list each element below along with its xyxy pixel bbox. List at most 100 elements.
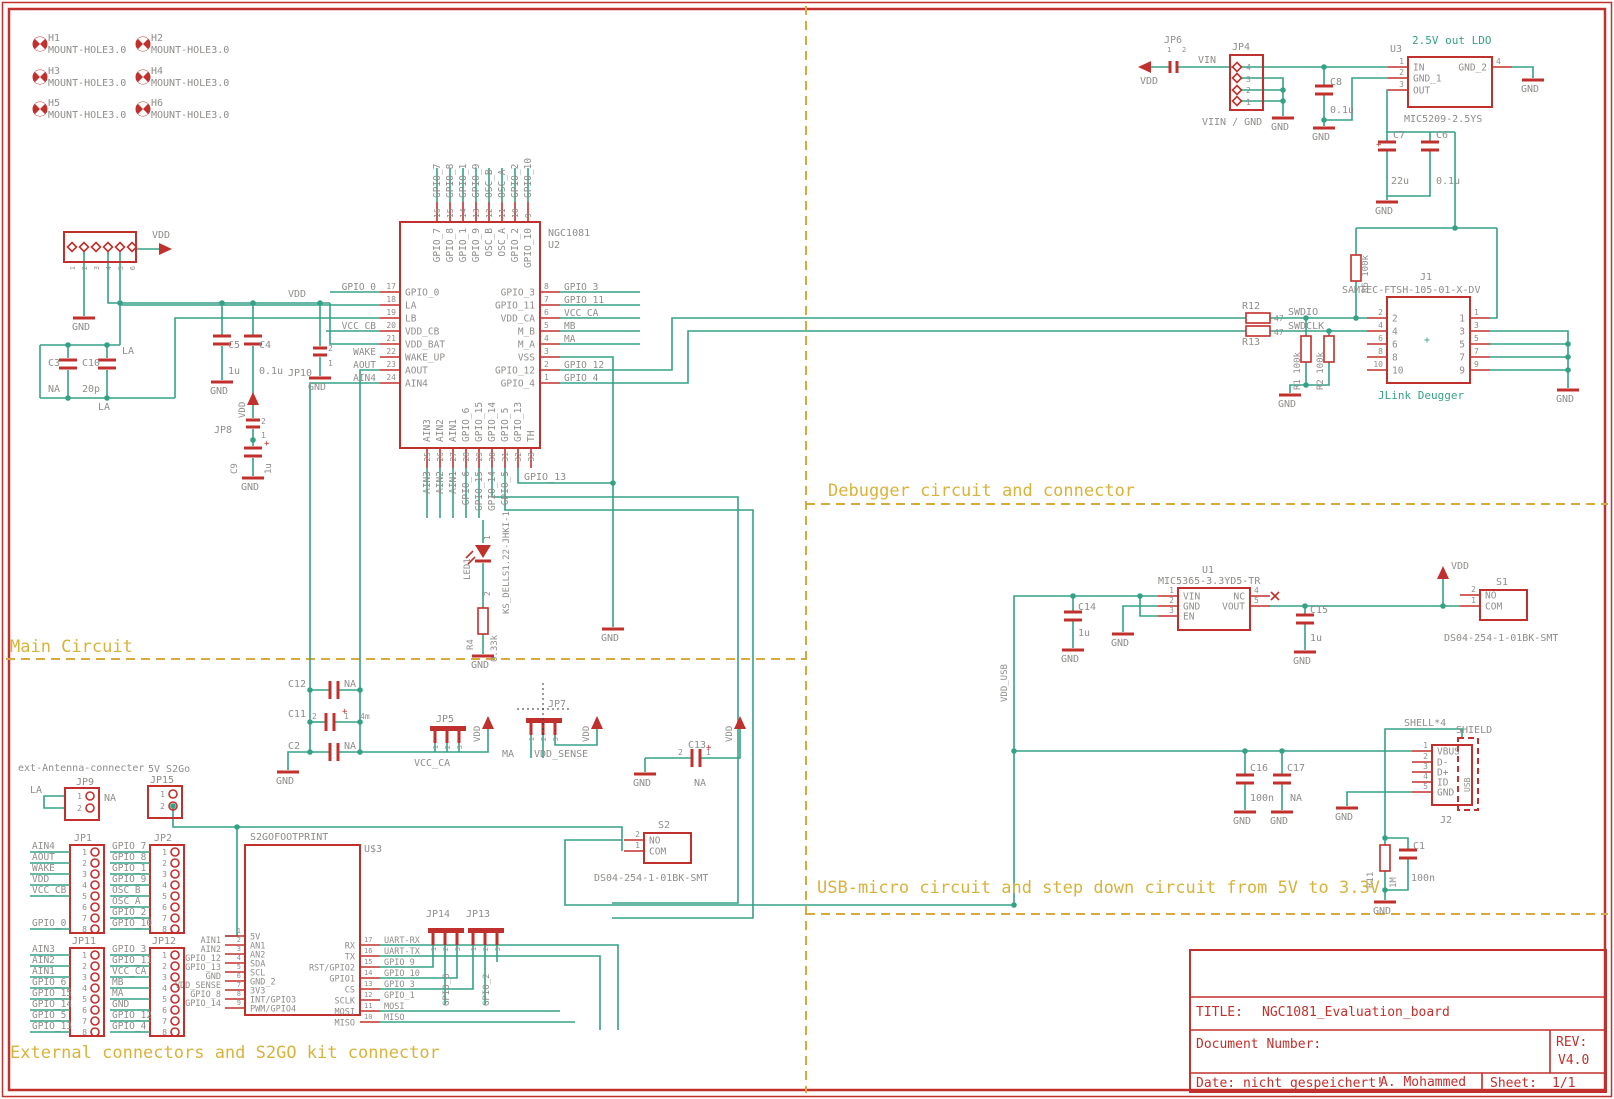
wire[interactable]	[560, 356, 614, 627]
wire[interactable]	[1387, 150, 1431, 197]
jumper-JP6[interactable]	[1168, 61, 1179, 73]
capacitor-C14[interactable]	[1064, 610, 1082, 622]
connector-JP2[interactable]: 1GPIO_72GPIO_83GPIO_14GPIO_95OSC_B6OSC_A…	[110, 841, 185, 934]
component-S2GOFOOTPRINT[interactable]: 15V2AN1AIN13AN2AIN24SDAGPIO_125SCLGPIO_1…	[175, 844, 421, 1029]
wire[interactable]	[554, 728, 598, 746]
pin-diamond[interactable]	[1231, 72, 1243, 84]
capacitor-C7[interactable]	[1378, 140, 1396, 152]
jumper-JP8[interactable]	[246, 418, 260, 429]
wire[interactable]	[309, 382, 380, 690]
capacitor-C11[interactable]	[324, 713, 336, 731]
capacitor-C16[interactable]	[1236, 773, 1254, 785]
connector-JP4[interactable]	[1229, 54, 1264, 111]
resistor-R2[interactable]	[1323, 335, 1335, 363]
wire[interactable]	[174, 317, 380, 398]
capacitor-C5[interactable]	[213, 334, 231, 346]
pin-diamond[interactable]	[1231, 61, 1243, 73]
wire[interactable]	[380, 945, 474, 990]
pin-diamond[interactable]	[1231, 84, 1243, 96]
capacitor-C12[interactable]	[328, 681, 340, 699]
capacitor-C3[interactable]	[59, 358, 77, 370]
wire[interactable]	[380, 955, 601, 1030]
wire[interactable]	[237, 826, 623, 851]
wire[interactable]	[1384, 728, 1463, 845]
connector-JP12[interactable]: 1GPIO_32GPIO_113VCC_CA4MB5MA6GND7GPIO_12…	[110, 944, 185, 1037]
wire[interactable]	[504, 468, 754, 919]
wire[interactable]	[1385, 858, 1409, 891]
connector-JP15[interactable]: 12	[147, 785, 183, 819]
wire[interactable]	[1289, 362, 1307, 393]
component-U2[interactable]: 17GPIO_0GPIO_018LA19LB20VDD_CBVCC_CB21VD…	[342, 158, 605, 511]
wire[interactable]	[380, 944, 619, 1030]
wire[interactable]	[1512, 66, 1534, 78]
wire[interactable]	[1490, 228, 1498, 319]
wire[interactable]	[1490, 330, 1569, 388]
capacitor-C1[interactable]	[1399, 848, 1417, 860]
pin-diamond[interactable]	[1231, 95, 1243, 107]
wire[interactable]	[380, 945, 434, 968]
pin-diamond[interactable]	[66, 241, 78, 253]
pin-diamond[interactable]	[114, 241, 126, 253]
capacitor-C10[interactable]	[98, 358, 116, 370]
resistor-R13[interactable]	[1245, 325, 1271, 337]
wire[interactable]	[107, 251, 330, 304]
pin-diamond[interactable]	[90, 241, 102, 253]
wire[interactable]	[43, 795, 65, 809]
pin-diamond[interactable]	[102, 241, 114, 253]
capacitor-C4[interactable]	[244, 334, 262, 346]
resistor-R12[interactable]	[1245, 312, 1271, 324]
capacitor-C2[interactable]	[328, 743, 340, 761]
resistor-R11[interactable]	[1379, 844, 1391, 872]
wire[interactable]	[1386, 89, 1455, 133]
wire[interactable]	[560, 330, 1246, 384]
resistor-R1[interactable]	[1300, 335, 1312, 363]
wire[interactable]	[1385, 837, 1409, 850]
wire[interactable]	[564, 595, 1158, 906]
wire[interactable]	[1324, 77, 1388, 121]
wire[interactable]	[470, 728, 489, 753]
connector-JP11[interactable]: 1AIN32AIN23AIN14GPIO_65GPIO_156GPIO_147G…	[30, 944, 105, 1037]
capacitor-C13[interactable]	[690, 749, 702, 767]
capacitor-C6[interactable]	[1421, 140, 1439, 152]
wire[interactable]	[1139, 596, 1158, 617]
led-LED1[interactable]	[465, 545, 491, 565]
wire[interactable]	[1306, 362, 1330, 386]
jumper-JP10[interactable]	[313, 346, 327, 357]
wire[interactable]	[172, 806, 238, 937]
resistor-R4[interactable]	[477, 607, 489, 635]
pin-diamond[interactable]	[126, 241, 138, 253]
wire[interactable]	[517, 468, 613, 484]
wire[interactable]	[287, 751, 310, 770]
connector-JP9[interactable]: 12	[64, 787, 100, 821]
wire[interactable]	[1346, 791, 1412, 806]
capacitor-C8[interactable]	[1315, 84, 1333, 96]
capacitor-C17[interactable]	[1273, 773, 1291, 785]
wire[interactable]	[700, 728, 741, 759]
resistor-R6[interactable]	[1350, 254, 1362, 282]
wire[interactable]	[1122, 605, 1158, 632]
capacitor-C9[interactable]	[244, 446, 262, 458]
capacitor-C15[interactable]	[1296, 613, 1314, 625]
pin-diamond[interactable]	[78, 241, 90, 253]
wire[interactable]	[359, 369, 380, 690]
wire[interactable]	[329, 303, 380, 345]
wire[interactable]	[560, 317, 1246, 371]
wire[interactable]	[491, 468, 739, 904]
